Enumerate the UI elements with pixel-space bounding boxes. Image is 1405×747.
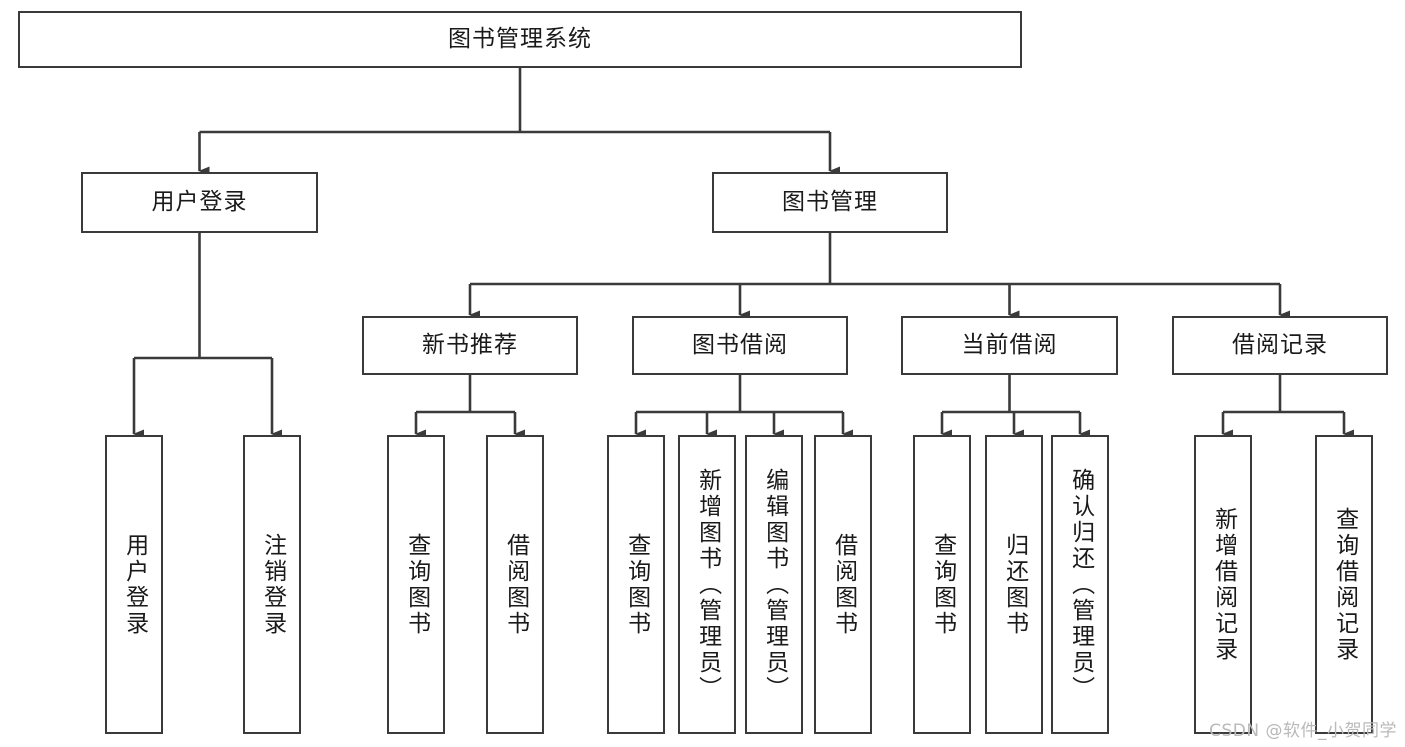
leaf-query-borrow-record-label: 查询借阅记录	[1331, 506, 1358, 663]
leaf-borrow-query-book[interactable]: 查询图书	[607, 435, 665, 734]
leaf-current-query-book-label: 查询图书	[929, 532, 956, 637]
leaf-logout[interactable]: 注销登录	[243, 435, 301, 734]
leaf-add-book-admin-label: 新增图书（管理员）	[694, 467, 721, 702]
node-root-label: 图书管理系统	[448, 25, 592, 52]
leaf-edit-book-admin-label: 编辑图书（管理员）	[761, 467, 788, 702]
node-book-borrowing[interactable]: 图书借阅	[632, 316, 848, 375]
leaf-recommend-borrow-book-label: 借阅图书	[502, 532, 529, 637]
node-user-login[interactable]: 用户登录	[81, 172, 318, 233]
leaf-confirm-return-admin-label: 确认归还（管理员）	[1067, 467, 1094, 702]
leaf-confirm-return-admin[interactable]: 确认归还（管理员）	[1051, 435, 1109, 734]
leaf-query-borrow-record[interactable]: 查询借阅记录	[1315, 435, 1373, 734]
node-current-borrowing-label: 当前借阅	[961, 331, 1058, 358]
leaf-recommend-query-book-label: 查询图书	[403, 532, 430, 637]
watermark: CSDN @软件_小贺同学	[1209, 721, 1397, 741]
node-current-borrowing[interactable]: 当前借阅	[901, 316, 1118, 375]
leaf-add-borrow-record-label: 新增借阅记录	[1210, 506, 1237, 663]
leaf-borrow-book-label: 借阅图书	[830, 532, 857, 637]
node-borrowing-record-label: 借阅记录	[1232, 331, 1328, 358]
node-new-book-recommendation-label: 新书推荐	[422, 331, 518, 358]
node-book-management-label: 图书管理	[782, 188, 878, 215]
leaf-edit-book-admin[interactable]: 编辑图书（管理员）	[745, 435, 803, 734]
leaf-borrow-book[interactable]: 借阅图书	[814, 435, 872, 734]
node-user-login-label: 用户登录	[151, 188, 248, 215]
node-root[interactable]: 图书管理系统	[18, 11, 1022, 68]
leaf-recommend-borrow-book[interactable]: 借阅图书	[486, 435, 544, 734]
node-book-borrowing-label: 图书借阅	[692, 331, 788, 358]
leaf-logout-label: 注销登录	[259, 532, 286, 637]
leaf-current-query-book[interactable]: 查询图书	[913, 435, 971, 734]
leaf-recommend-query-book[interactable]: 查询图书	[387, 435, 445, 734]
node-book-management[interactable]: 图书管理	[712, 172, 948, 233]
leaf-return-book-label: 归还图书	[1001, 532, 1028, 637]
node-borrowing-record[interactable]: 借阅记录	[1172, 316, 1388, 375]
leaf-add-borrow-record[interactable]: 新增借阅记录	[1194, 435, 1252, 734]
leaf-user-login[interactable]: 用户登录	[105, 435, 163, 734]
leaf-add-book-admin[interactable]: 新增图书（管理员）	[678, 435, 736, 734]
node-new-book-recommendation[interactable]: 新书推荐	[362, 316, 578, 375]
leaf-user-login-label: 用户登录	[121, 532, 148, 637]
leaf-return-book[interactable]: 归还图书	[985, 435, 1043, 734]
leaf-borrow-query-book-label: 查询图书	[623, 532, 650, 637]
